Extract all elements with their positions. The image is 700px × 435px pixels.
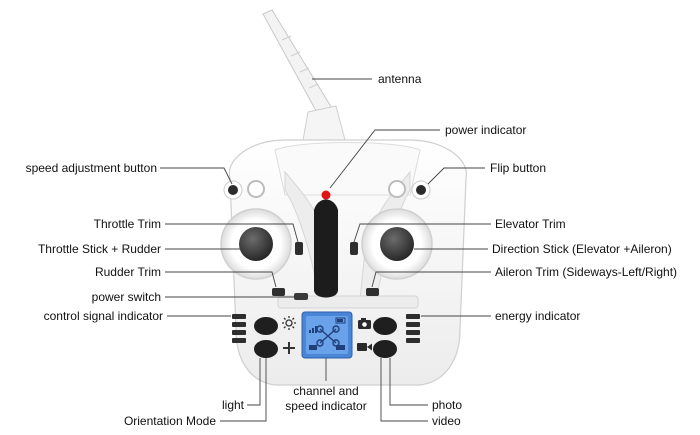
label-video: video (432, 414, 461, 428)
label-direction-stick: Direction Stick (Elevator +Aileron) (492, 242, 672, 256)
label-orientation-mode: Orientation Mode (123, 414, 216, 428)
label-control-signal-indicator: control signal indicator (43, 309, 163, 323)
video-button[interactable] (373, 340, 397, 358)
label-speed-adjustment-button: speed adjustment button (25, 161, 157, 175)
aileron-trim[interactable] (366, 288, 379, 296)
label-energy-indicator: energy indicator (495, 309, 581, 323)
lcd-battery-icon (335, 317, 346, 324)
orientation-mode-button[interactable] (254, 340, 278, 358)
power-indicator-led (321, 190, 331, 200)
light-button[interactable] (254, 317, 278, 335)
antenna (262, 9, 346, 147)
label-power-indicator: power indicator (445, 123, 527, 137)
label-channel-speed-line1: channel and (293, 384, 359, 398)
label-flip-button: Flip button (490, 161, 547, 175)
elevator-trim[interactable] (350, 242, 358, 255)
label-channel-speed-line2: speed indicator (285, 399, 367, 413)
video-camera-icon (357, 343, 372, 351)
label-throttle-stick-rudder: Throttle Stick + Rudder (37, 242, 161, 256)
flip-button[interactable] (411, 180, 431, 200)
lcd-signal-icon (309, 326, 317, 333)
plus-icon (283, 342, 295, 354)
throttle-trim[interactable] (295, 242, 303, 255)
lcd-screen (301, 311, 353, 359)
label-power-switch: power switch (91, 290, 161, 304)
label-antenna: antenna (378, 72, 422, 86)
label-throttle-trim: Throttle Trim (93, 217, 161, 231)
center-grip (314, 199, 338, 298)
control-signal-indicator (232, 314, 246, 343)
leader-lines (160, 78, 491, 422)
right-top-ring (388, 180, 406, 198)
left-top-ring (247, 180, 265, 198)
label-light: light (221, 398, 244, 412)
camera-icon (358, 318, 371, 329)
direction-stick[interactable] (361, 208, 433, 280)
energy-indicator (406, 314, 420, 343)
label-rudder-trim: Rudder Trim (94, 265, 161, 279)
throttle-stick[interactable] (220, 208, 292, 280)
label-photo: photo (432, 398, 463, 412)
label-aileron-trim: Aileron Trim (Sideways-Left/Right) (495, 265, 678, 279)
speed-adjustment-button[interactable] (223, 180, 243, 200)
label-elevator-trim: Elevator Trim (495, 217, 566, 231)
sun-icon (282, 316, 296, 330)
rudder-trim[interactable] (272, 288, 285, 296)
photo-button[interactable] (373, 317, 397, 335)
power-switch[interactable] (294, 293, 308, 300)
